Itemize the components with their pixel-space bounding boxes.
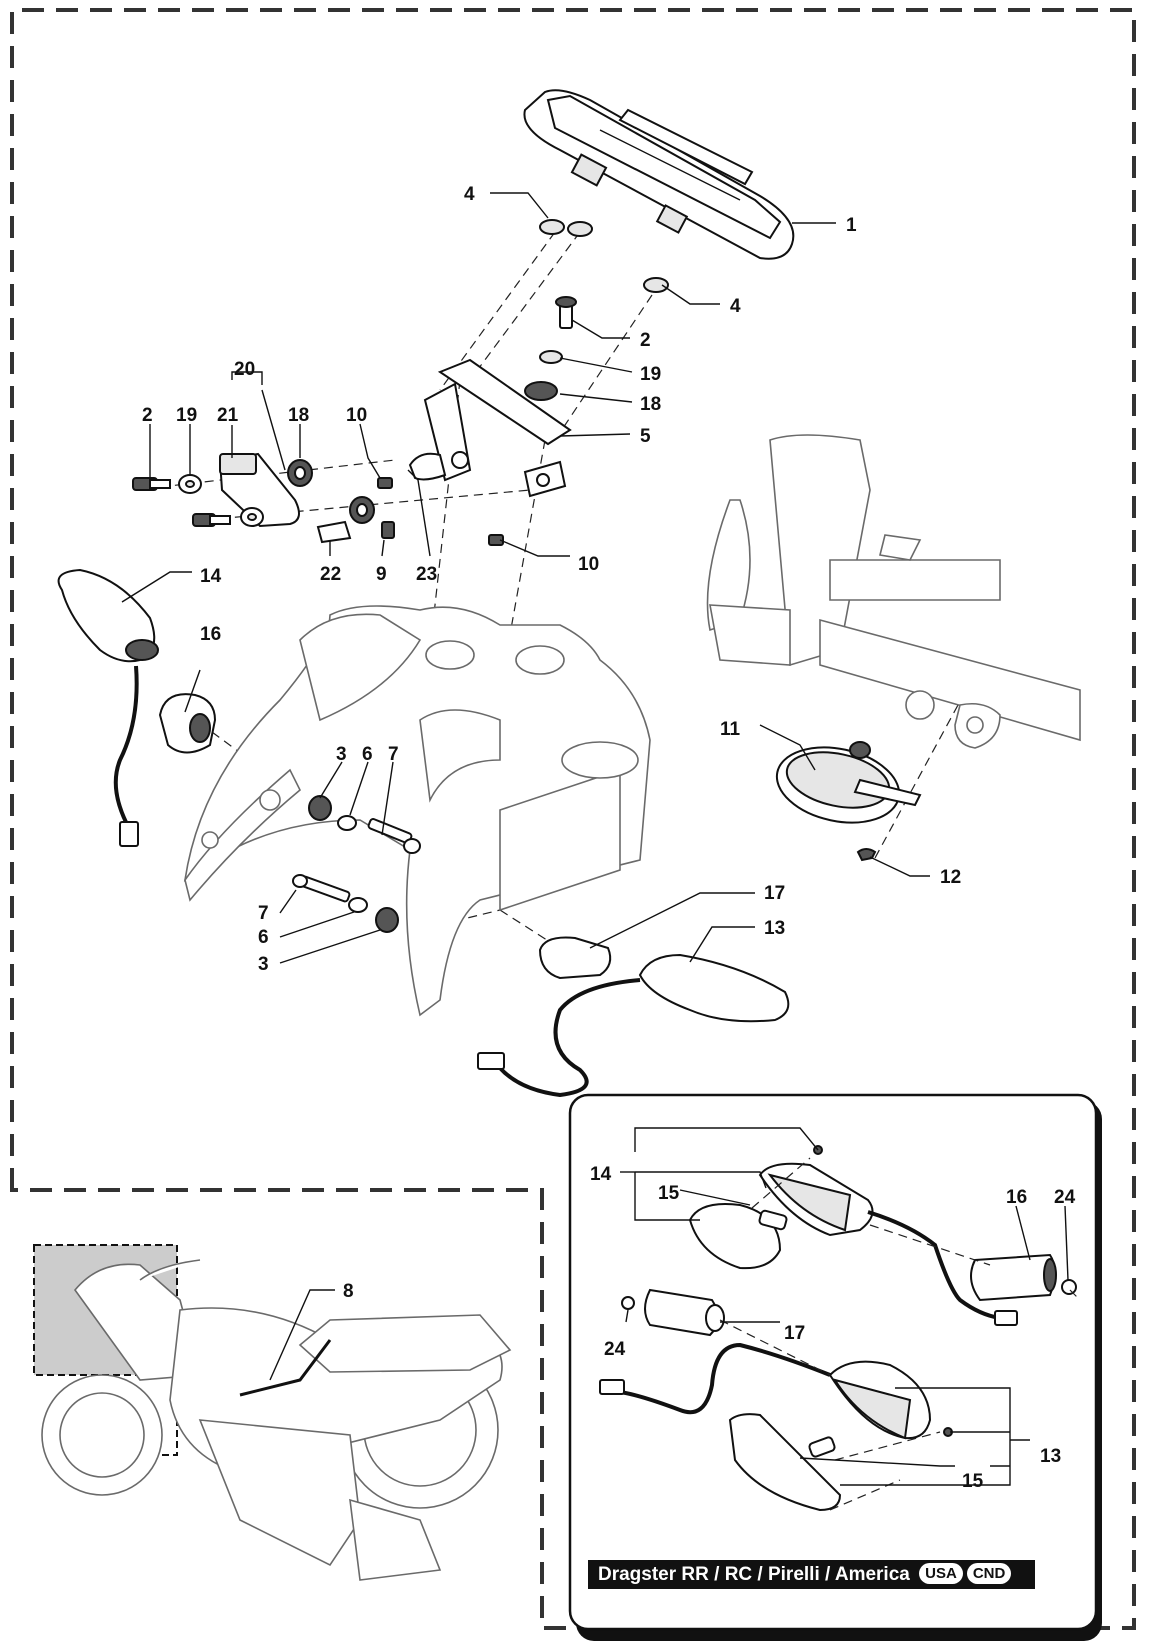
rubber-mount-17	[538, 936, 612, 980]
inset-lower-connector	[599, 1379, 625, 1395]
bracket-fasteners	[524, 296, 577, 401]
callout-3-top: 3	[336, 744, 347, 765]
left-connector	[119, 821, 139, 847]
callout-1: 1	[846, 215, 857, 236]
callout-3-bottom: 3	[258, 954, 269, 975]
callout-11: 11	[720, 719, 741, 740]
callout-23: 23	[416, 564, 437, 585]
rubber-mount-16	[158, 693, 217, 754]
diagram-border	[10, 8, 1136, 1630]
callout-8: 8	[343, 1281, 354, 1302]
callout-18-right: 18	[640, 394, 661, 415]
grommet-c	[643, 277, 669, 293]
badge-cnd: CND	[966, 1563, 1012, 1584]
callout-12: 12	[940, 867, 961, 888]
inset-callout-17: 17	[784, 1323, 805, 1344]
inset-callout-13: 13	[1040, 1446, 1061, 1467]
inset-mount-17	[621, 1288, 725, 1337]
grommet-a	[539, 219, 565, 235]
front-fairing	[183, 605, 651, 1017]
inset-upper-cable	[867, 1210, 1001, 1320]
callout-19-left: 19	[176, 405, 197, 426]
left-fastener-group	[132, 452, 504, 546]
callout-4-top: 4	[464, 184, 475, 205]
grommet-b	[567, 221, 593, 237]
callouts: 4 1 4 2 19 18 5 20 2 19 21 18 10 22 9 23…	[142, 184, 1076, 1492]
left-mount-set	[308, 795, 421, 854]
callout-6-top: 6	[362, 744, 373, 765]
leader-lines	[121, 192, 1069, 1486]
model-banner-text: Dragster RR / RC / Pirelli / America	[598, 1564, 910, 1585]
callout-22: 22	[320, 564, 341, 585]
right-indicator	[638, 953, 790, 1023]
right-connector	[477, 1052, 505, 1070]
callout-2-left: 2	[142, 405, 153, 426]
inset-indicator-lower	[728, 1360, 953, 1512]
instrument-panel	[523, 89, 795, 260]
inset-mount-16	[970, 1253, 1077, 1302]
callout-13: 13	[764, 918, 785, 939]
callout-10-bottom: 10	[578, 554, 599, 575]
fork-frame-detail	[706, 434, 1081, 749]
callout-5: 5	[640, 426, 651, 447]
callout-7-top: 7	[388, 744, 399, 765]
callout-14: 14	[200, 566, 222, 587]
inset-callout-15-lower: 15	[962, 1471, 984, 1492]
left-indicator	[57, 568, 159, 663]
inset-indicator-upper	[688, 1145, 874, 1270]
inset-callout-16: 16	[1006, 1187, 1027, 1208]
inset-callout-14: 14	[590, 1164, 612, 1185]
callout-4-right: 4	[730, 296, 741, 317]
callout-7-bottom: 7	[258, 903, 269, 924]
callout-10-top: 10	[346, 405, 367, 426]
callout-18-left: 18	[288, 405, 309, 426]
right-indicator-cable	[498, 978, 641, 1098]
callout-17: 17	[764, 883, 785, 904]
left-indicator-cable	[113, 665, 139, 831]
inset-callout-24-upper: 24	[1054, 1187, 1076, 1208]
inset-callout-15-upper: 15	[658, 1183, 680, 1204]
callout-9: 9	[376, 564, 387, 585]
callout-16: 16	[200, 624, 221, 645]
inset-upper-connector	[994, 1310, 1018, 1326]
right-mount-set	[292, 874, 399, 933]
callout-21: 21	[217, 405, 239, 426]
inset-callout-24-lower: 24	[604, 1339, 626, 1360]
horn	[775, 741, 922, 824]
mounting-bracket	[423, 358, 572, 498]
inset-lower-cable	[619, 1342, 831, 1415]
badge-usa: USA	[919, 1563, 963, 1584]
model-banner: Dragster RR / RC / Pirelli / America USA…	[588, 1560, 1035, 1589]
callout-6-bottom: 6	[258, 927, 269, 948]
callout-19-right: 19	[640, 364, 661, 385]
callout-20: 20	[234, 359, 255, 380]
callout-2-right: 2	[640, 330, 651, 351]
bike-overview	[33, 1244, 512, 1581]
